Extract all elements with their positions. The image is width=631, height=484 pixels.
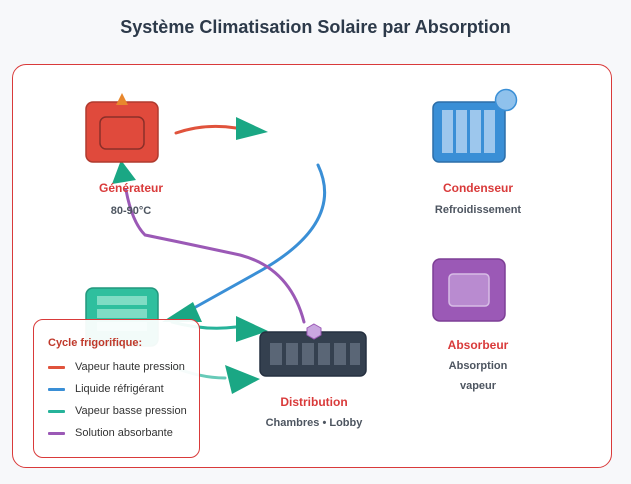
legend-swatch-red bbox=[48, 366, 65, 369]
legend-item-low-pressure-vapor: Vapeur basse pression bbox=[48, 405, 198, 419]
diagram-title: Système Climatisation Solaire par Absorp… bbox=[120, 17, 511, 37]
arrowhead-high-pressure bbox=[236, 117, 268, 140]
arrowhead-low-pressure-1 bbox=[236, 316, 268, 342]
condenser-description: Refroidissement bbox=[434, 204, 522, 216]
distribution-icon[interactable] bbox=[258, 320, 370, 378]
absorber-label: Absorbeur bbox=[447, 338, 509, 352]
absorber-description-line1: Absorption bbox=[448, 360, 508, 372]
flow-high-pressure-vapor bbox=[174, 124, 238, 135]
legend-swatch-teal bbox=[48, 410, 65, 413]
condenser-icon[interactable] bbox=[430, 88, 520, 166]
legend-label: Liquide réfrigérant bbox=[75, 383, 164, 395]
distribution-description: Chambres • Lobby bbox=[265, 417, 363, 429]
generator-label: Générateur bbox=[98, 181, 164, 195]
legend-swatch-purple bbox=[48, 432, 65, 435]
legend-label: Solution absorbante bbox=[75, 427, 173, 439]
legend-label: Vapeur basse pression bbox=[75, 405, 187, 417]
generator-icon[interactable] bbox=[84, 91, 160, 165]
distribution-label: Distribution bbox=[280, 395, 348, 409]
legend-item-high-pressure-vapor: Vapeur haute pression bbox=[48, 361, 198, 375]
legend-item-liquid-refrigerant: Liquide réfrigérant bbox=[48, 383, 198, 397]
flow-absorbent-solution bbox=[124, 188, 306, 324]
arrowhead-liquid bbox=[162, 302, 202, 322]
condenser-label: Condenseur bbox=[442, 181, 513, 195]
legend-label: Vapeur haute pression bbox=[75, 361, 185, 373]
arrowhead-absorbent bbox=[112, 160, 136, 184]
absorber-description-line2: vapeur bbox=[459, 380, 497, 392]
absorber-icon[interactable] bbox=[430, 256, 510, 324]
legend-swatch-blue bbox=[48, 388, 65, 391]
generator-temperature: 80-90°C bbox=[110, 205, 152, 217]
legend-title: Cycle frigorifique: bbox=[48, 337, 143, 349]
legend-item-absorbent-solution: Solution absorbante bbox=[48, 427, 198, 441]
legend: Cycle frigorifique: Vapeur haute pressio… bbox=[33, 319, 200, 458]
arrowhead-low-pressure-2 bbox=[225, 365, 260, 394]
